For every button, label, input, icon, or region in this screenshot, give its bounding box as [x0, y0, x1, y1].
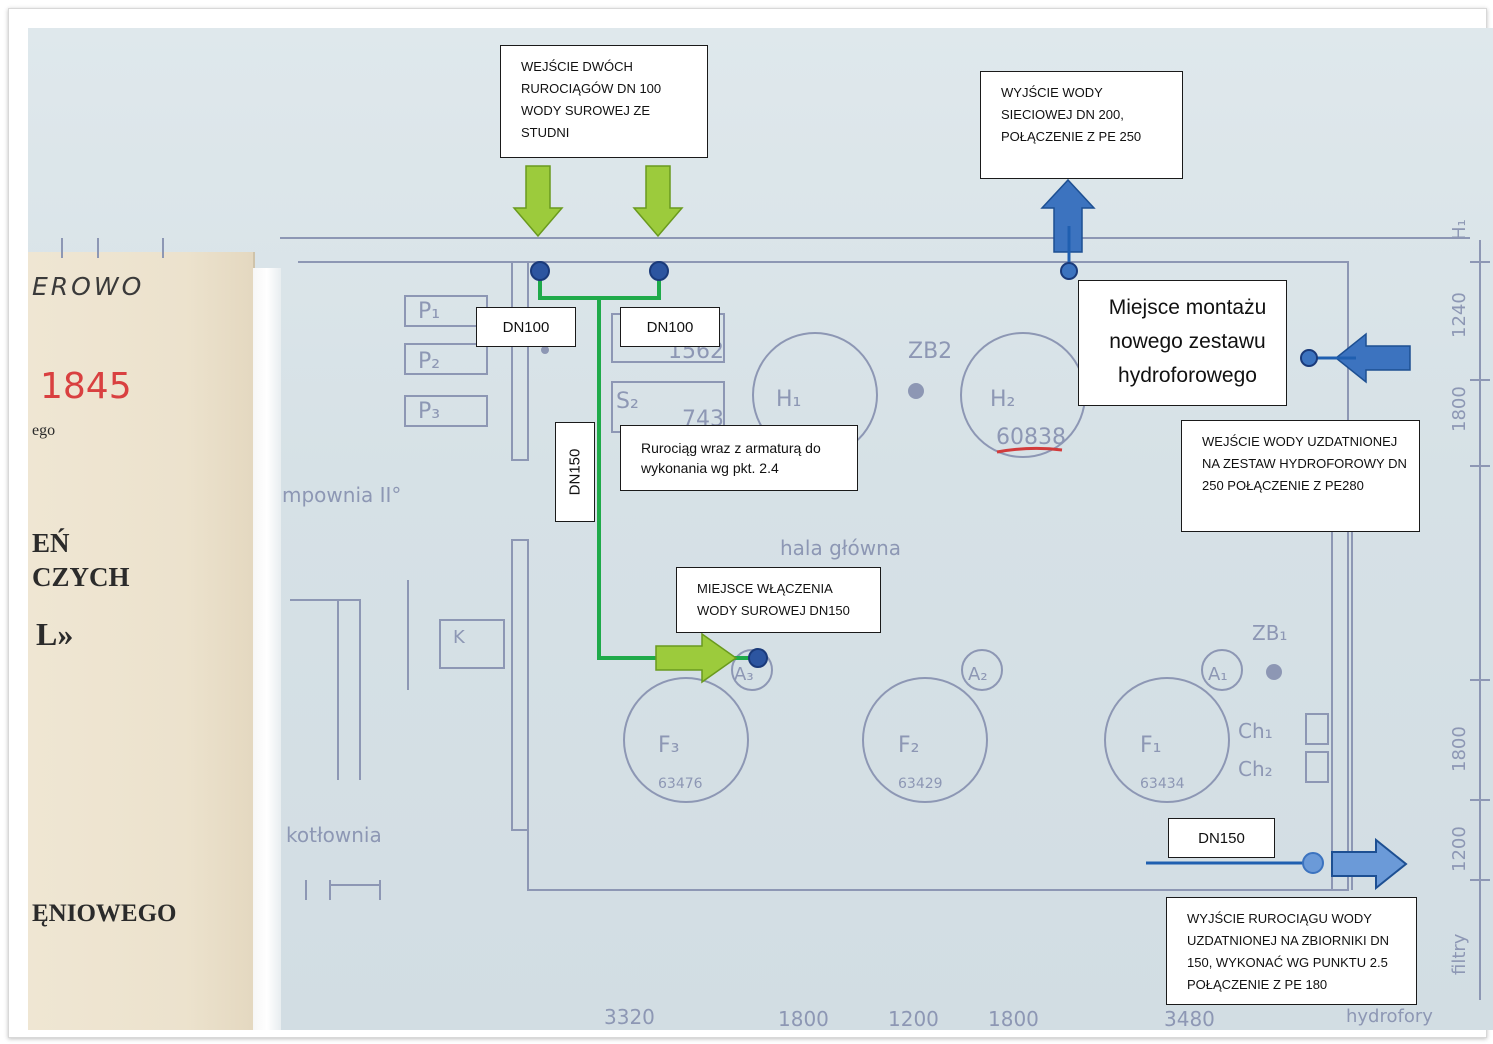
label-p1: P₁ [418, 299, 440, 324]
label-dim-1240: 1240 [1449, 292, 1470, 338]
label-f1-number: 63434 [1140, 776, 1185, 792]
label-dim-1800-lower: 1800 [1449, 726, 1470, 772]
callout-dn150-right: DN150 [1168, 818, 1275, 858]
treated-inlet-point [1300, 349, 1318, 367]
raw-water-connection-point [748, 648, 768, 668]
document-cover [28, 252, 255, 1030]
label-a1: A₁ [1208, 664, 1228, 685]
label-bottom-hydrofory: hydrofory [1346, 1006, 1433, 1027]
label-f2: F₂ [898, 733, 919, 758]
label-k: K [453, 627, 466, 648]
label-dim-h1: H₁ [1449, 219, 1470, 240]
callout-dn150-vertical-text: DN150 [566, 448, 584, 496]
label-hala-glowna: hala główna [780, 536, 901, 560]
green-arrow-right [632, 165, 684, 238]
inlet-point-right [649, 261, 669, 281]
label-f3-number: 63476 [658, 776, 703, 792]
label-bottom-3480: 3480 [1164, 1007, 1215, 1031]
label-dim-1800-upper: 1800 [1449, 386, 1470, 432]
cover-text-niowego: ĘNIOWEGO [32, 900, 177, 927]
callout-pipeline-note: Rurociąg wraz z armaturą do wykonania wg… [620, 425, 858, 491]
label-a3: A₃ [734, 664, 754, 685]
inlet-point-left [530, 261, 550, 281]
network-outlet-point [1060, 262, 1078, 280]
blue-arrow-treated-inlet [1334, 332, 1411, 384]
label-p2: P₂ [418, 349, 440, 374]
label-dim-1200: 1200 [1449, 826, 1470, 872]
label-bottom-3320: 3320 [604, 1005, 655, 1029]
callout-raw-water-connection: MIEJSCE WŁĄCZENIA WODY SUROWEJ DN150 [676, 567, 881, 633]
raw-water-pipe-inlets [538, 272, 661, 300]
label-f3: F₃ [658, 733, 679, 758]
label-pompownia: mpownia II° [282, 483, 401, 507]
label-bottom-1800-a: 1800 [778, 1007, 829, 1031]
callout-network-outlet: WYJŚCIE WODY SIECIOWEJ DN 200, POŁĄCZENI… [980, 71, 1183, 179]
blue-arrow-network-outlet [1040, 178, 1096, 253]
label-zb1: ZB₁ [1252, 621, 1287, 645]
cover-text-czych: CZYCH [32, 562, 130, 592]
cover-text-en: EŃ [32, 528, 70, 558]
green-arrow-left [512, 165, 564, 238]
label-h2: H₂ [990, 387, 1015, 412]
label-ch2: Ch₂ [1238, 757, 1273, 781]
label-dim-filtry: filtry [1449, 933, 1470, 975]
label-s2: S₂ [616, 389, 639, 414]
label-h1: H₁ [776, 387, 801, 412]
label-a2: A₂ [968, 664, 988, 685]
label-bottom-1800-b: 1800 [988, 1007, 1039, 1031]
label-ch1: Ch₁ [1238, 719, 1273, 743]
callout-treated-inlet: WEJŚCIE WODY UZDATNIONEJ NA ZESTAW HYDRO… [1181, 420, 1420, 532]
label-f1: F₁ [1140, 733, 1161, 758]
green-arrow-raw-water-connection [655, 632, 738, 684]
cover-spine [253, 268, 281, 1030]
label-zb2: ZB2 [908, 339, 952, 364]
callout-dn100-left: DN100 [476, 307, 576, 347]
treated-outlet-point [1302, 852, 1324, 874]
cover-stamp-number: 1845 [40, 366, 132, 407]
blue-arrow-treated-outlet [1331, 837, 1408, 891]
cover-text-ego: ego [32, 422, 56, 439]
label-p3: P₃ [418, 399, 440, 424]
cover-text-l: L» [36, 616, 74, 652]
callout-treated-outlet: WYJŚCIE RUROCIĄGU WODY UZDATNIONEJ NA ZB… [1166, 897, 1417, 1005]
callout-hydrophore-location: Miejsce montażu nowego zestawu hydroforo… [1078, 280, 1287, 406]
callout-inlet-two-pipes: WEJŚCIE DWÓCH RUROCIĄGÓW DN 100 WODY SUR… [500, 45, 708, 158]
label-60838: 60838 [996, 425, 1066, 450]
label-bottom-1200: 1200 [888, 1007, 939, 1031]
callout-dn150-vertical: DN150 [555, 422, 595, 522]
callout-dn100-right: DN100 [620, 307, 720, 347]
label-kotlownia: kotłownia [286, 823, 382, 847]
label-f2-number: 63429 [898, 776, 943, 792]
cover-place-name: EROWO [32, 272, 145, 301]
